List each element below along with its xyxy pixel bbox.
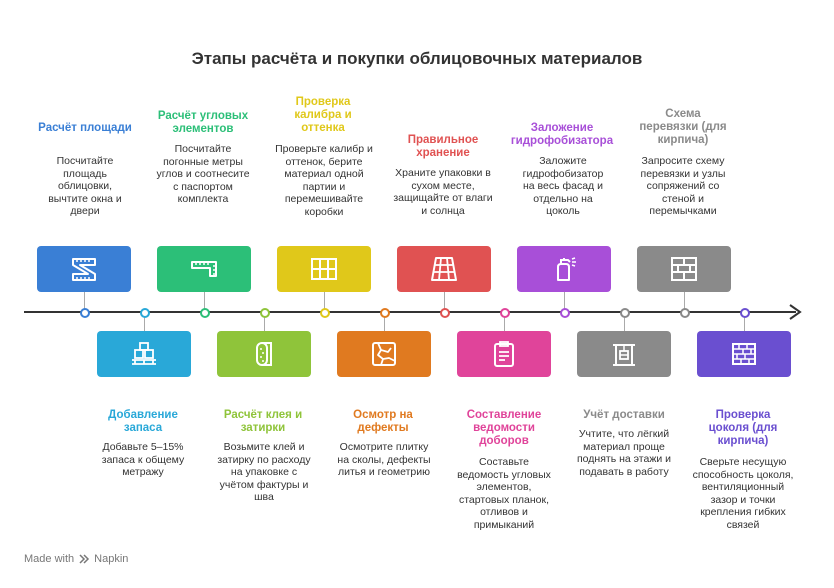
timeline-dot (500, 308, 510, 318)
connector (324, 292, 325, 309)
timeline-dot (80, 308, 90, 318)
pallet-boxes-icon (132, 342, 156, 365)
connector (204, 292, 205, 309)
credit-label: Made with (24, 553, 75, 565)
tile-grid-icon (311, 258, 337, 280)
timeline-arrowhead (789, 304, 802, 320)
timeline-dot (260, 308, 270, 318)
step-card-caliber (277, 246, 371, 292)
step-title-reserve: Добавление запаса (108, 409, 178, 434)
step-title-area: Расчёт площади (38, 122, 132, 134)
step-desc-list: Составьте ведомость угловых элементов, с… (457, 456, 551, 531)
step-title-glue: Расчёт клея и затирки (223, 409, 303, 434)
step-title-caliber: Проверка калибра и оттенка (294, 96, 352, 134)
step-card-area (37, 246, 131, 292)
connector (444, 292, 445, 309)
connector (564, 292, 565, 309)
step-title-plinth: Проверка цоколя (для кирпича) (708, 409, 778, 447)
step-title-defects: Осмотр на дефекты (353, 409, 413, 434)
step-desc-plinth: Сверьте несущую способность цоколя, вент… (692, 456, 794, 531)
step-desc-reserve: Добавьте 5–15% запаса к общему метражу (101, 441, 185, 478)
step-title-hydro: Заложение гидрофобизатора (510, 122, 614, 147)
step-desc-hydro: Заложите гидрофобизатор на весь фасад и … (522, 155, 604, 217)
connector (684, 292, 685, 309)
step-card-storage (397, 246, 491, 292)
step-card-list (457, 331, 551, 377)
connector (84, 292, 85, 309)
checklist-icon (494, 341, 514, 367)
napkin-logo-icon (79, 554, 90, 564)
ruler-icon (72, 258, 96, 281)
brick-wall-icon (732, 343, 756, 365)
step-title-corners: Расчёт угловых элементов (157, 110, 249, 135)
step-card-hydro (517, 246, 611, 292)
step-desc-scheme: Запросите схему перевязки и узлы сопряже… (640, 155, 726, 217)
timeline-dot (440, 308, 450, 318)
timeline-dot (680, 308, 690, 318)
page-title: Этапы расчёта и покупки облицовочных мат… (191, 49, 643, 68)
connector (384, 315, 385, 331)
spray-bottle-icon (557, 257, 576, 281)
timeline-dot (320, 308, 330, 318)
step-title-delivery: Учёт доставки (583, 409, 665, 421)
connector (744, 315, 745, 331)
step-card-reserve (97, 331, 191, 377)
step-desc-delivery: Учтите, что лёгкий материал проще поднят… (577, 428, 671, 478)
connector (264, 315, 265, 331)
step-card-scheme (637, 246, 731, 292)
timeline-dot (620, 308, 630, 318)
elevator-icon (613, 344, 635, 366)
connector (504, 315, 505, 331)
timeline-dot (560, 308, 570, 318)
credit-brand: Napkin (94, 553, 129, 565)
timeline-dot (740, 308, 750, 318)
step-card-plinth (697, 331, 791, 377)
step-card-defects (337, 331, 431, 377)
timeline-dot (200, 308, 210, 318)
step-card-delivery (577, 331, 671, 377)
step-desc-glue: Возьмите клей и затирку по расходу на уп… (217, 441, 311, 503)
step-card-glue (217, 331, 311, 377)
connector (144, 315, 145, 331)
step-desc-area: Посчитайте площадь облицовки, вычтите ок… (48, 155, 122, 217)
step-desc-corners: Посчитайте погонные метры углов и соотне… (156, 143, 250, 205)
step-card-corners (157, 246, 251, 292)
made-with-credit: Made with Napkin (24, 553, 128, 565)
step-desc-defects: Осмотрите плитку на сколы, дефекты литья… (337, 441, 431, 478)
cracked-tile-icon (372, 342, 396, 366)
step-title-scheme: Схема перевязки (для кирпича) (639, 108, 727, 146)
step-desc-caliber: Проверьте калибр и оттенок, берите матер… (275, 143, 373, 218)
step-title-list: Составление ведомости доборов (466, 409, 542, 447)
timeline-dot (380, 308, 390, 318)
glue-roll-icon (256, 342, 272, 366)
step-title-storage: Правильное хранение (407, 134, 479, 159)
brick-pattern-icon (671, 257, 697, 281)
tile-stack-icon (431, 257, 457, 281)
connector (624, 315, 625, 331)
timeline-dot (140, 308, 150, 318)
step-desc-storage: Храните упаковки в сухом месте, защищайт… (393, 167, 493, 217)
corner-ruler-icon (191, 261, 217, 277)
